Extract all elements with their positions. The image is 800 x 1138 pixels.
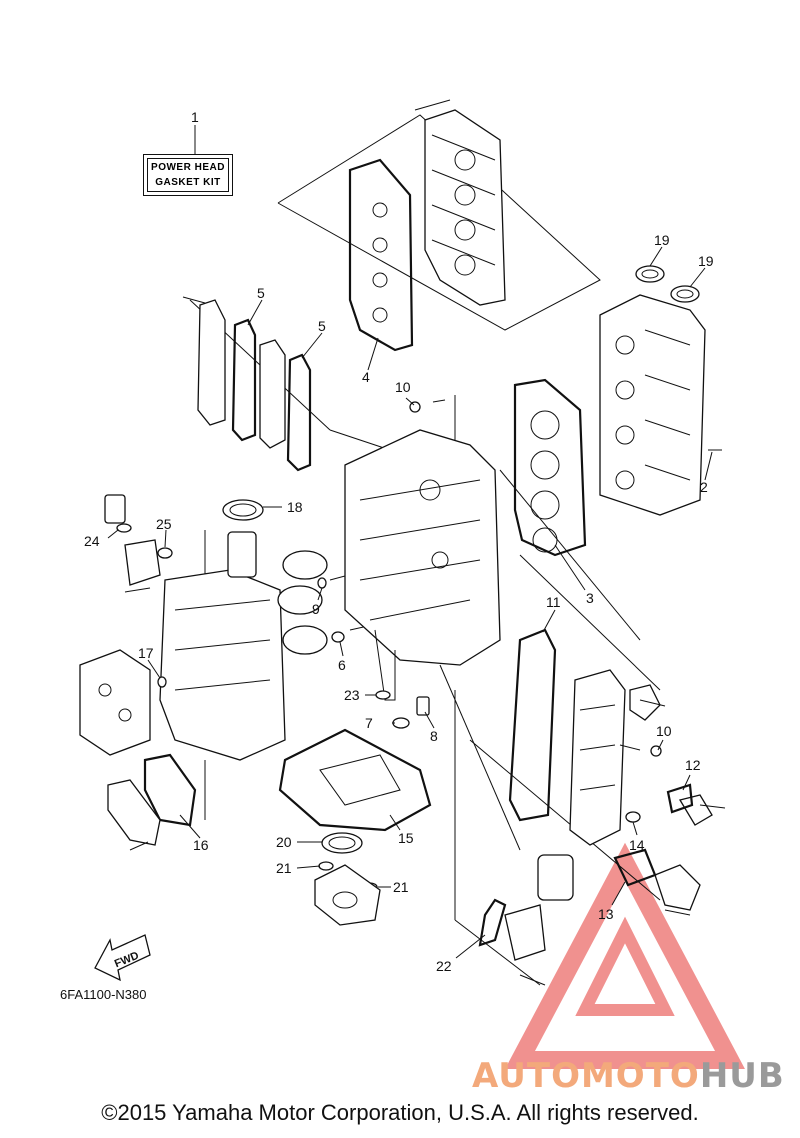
callout-6: 6	[338, 657, 346, 673]
exhaust-cover-gasket-16	[107, 753, 197, 846]
power-head-gasket-kit-label: POWER HEAD GASKET KIT	[143, 154, 233, 196]
seal-20	[321, 832, 363, 854]
callout-22: 22	[436, 958, 452, 974]
callout-21b: 21	[393, 879, 409, 895]
diagram-code: 6FA1100-N380	[60, 987, 147, 1002]
crankcase	[159, 569, 286, 761]
exhaust-cover-gasket-11	[508, 628, 557, 822]
thermostat-housing-left	[104, 494, 161, 586]
kit-label-line2: GASKET KIT	[155, 177, 221, 188]
thermostat-cover-right	[629, 684, 713, 911]
callout-14: 14	[629, 837, 645, 853]
callout-20: 20	[276, 834, 292, 850]
cam-cover	[424, 109, 506, 306]
watermark-part1: AUTOMOTO	[472, 1056, 700, 1096]
callout-8: 8	[430, 728, 438, 744]
callout-24: 24	[84, 533, 100, 549]
fwd-arrow-icon: FWD	[94, 934, 151, 982]
callout-21a: 21	[276, 860, 292, 876]
callout-5b: 5	[318, 318, 326, 334]
oil-pump-housing	[314, 864, 381, 926]
bolts	[124, 296, 726, 986]
exhaust-cover-left	[79, 649, 151, 756]
callout-19b: 19	[698, 253, 714, 269]
callout-1: 1	[191, 109, 199, 125]
watermark-text: AUTOMOTOHUB	[472, 1056, 785, 1096]
callout-4: 4	[362, 369, 370, 385]
intake-cover-plate	[197, 299, 226, 426]
callout-7: 7	[365, 715, 373, 731]
exhaust-guide-gasket-15	[278, 728, 432, 832]
callout-10b: 10	[656, 723, 672, 739]
gasket-13	[613, 848, 657, 887]
kit-label-line1: POWER HEAD	[151, 162, 225, 173]
gasket-12	[666, 783, 694, 814]
cam-cover-gasket	[348, 158, 414, 352]
oil-filter-gasket-22	[478, 898, 507, 947]
watermark-logo	[505, 842, 745, 1069]
oil-seals-19	[635, 265, 700, 303]
exhaust-cover-right	[569, 669, 626, 846]
cylinder-head	[599, 294, 706, 516]
callout-10a: 10	[395, 379, 411, 395]
oil-filter	[504, 854, 574, 961]
copyright-notice: ©2015 Yamaha Motor Corporation, U.S.A. A…	[101, 1100, 699, 1125]
callout-18: 18	[287, 499, 303, 515]
callout-5a: 5	[257, 285, 265, 301]
pistons	[227, 531, 328, 655]
intake-gaskets-5	[231, 318, 312, 472]
head-gasket	[513, 378, 587, 557]
cylinder-block	[344, 429, 501, 701]
callout-11: 11	[546, 594, 561, 610]
callout-23: 23	[344, 687, 360, 703]
callouts: 1 2 3 4 5 5 6 7 8 9 10 10 11 12 13 14 15…	[84, 109, 714, 974]
oil-seal-18	[222, 499, 264, 521]
callout-12: 12	[685, 757, 701, 773]
callout-16: 16	[193, 837, 209, 853]
callout-15: 15	[398, 830, 414, 846]
callout-13: 13	[598, 906, 614, 922]
callout-2: 2	[700, 479, 708, 495]
callout-19a: 19	[654, 232, 670, 248]
callout-3: 3	[586, 590, 594, 606]
callout-9: 9	[312, 601, 320, 617]
callout-25: 25	[156, 516, 172, 532]
callout-17: 17	[138, 645, 154, 661]
watermark-part2: HUB	[699, 1056, 785, 1096]
callout-leaders	[107, 125, 713, 959]
anode-8	[416, 696, 430, 716]
o-rings	[116, 401, 662, 892]
